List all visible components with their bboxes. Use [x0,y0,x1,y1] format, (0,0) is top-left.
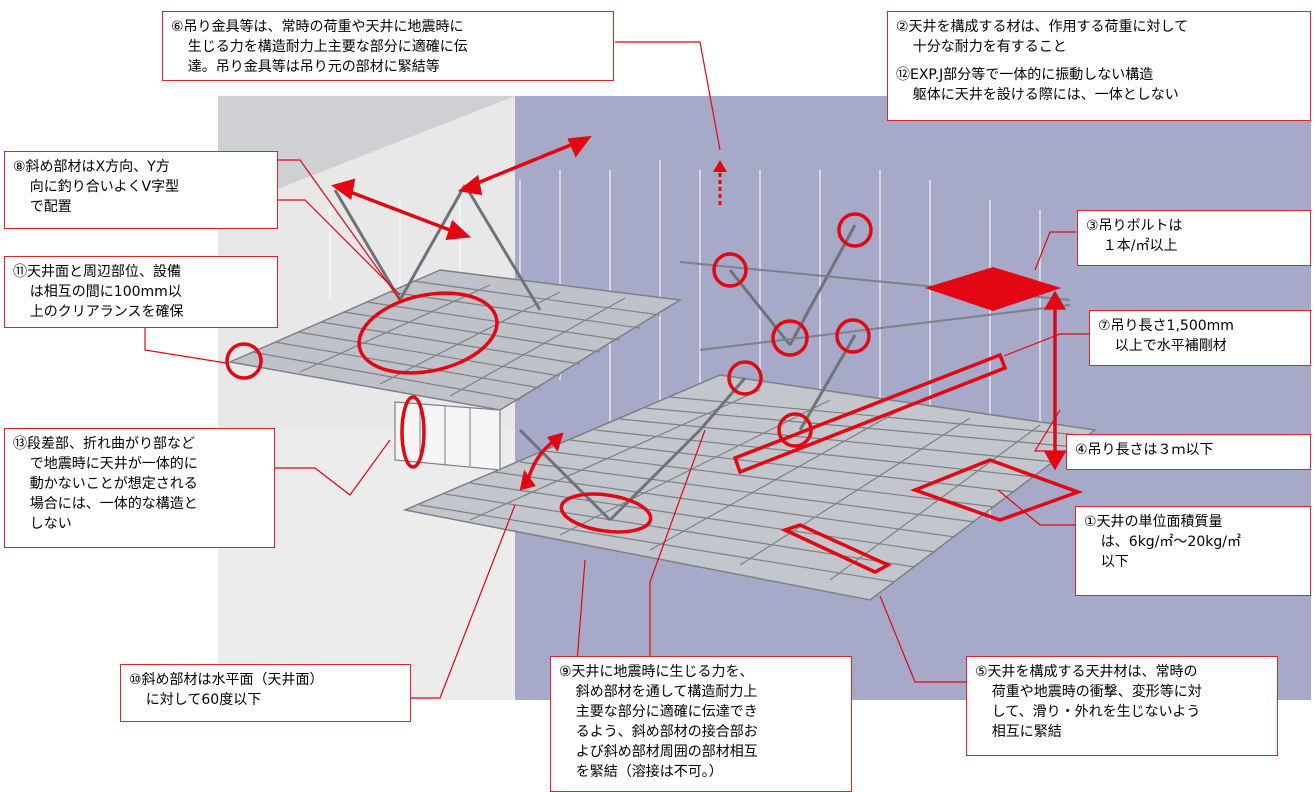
note-13-line-1: ⑬段差部、折れ曲がり部など [13,436,195,452]
note-7-hanging-length-stiffener: ⑦吊り長さ1,500mm 以上で水平補剛材 [1089,310,1311,366]
note-13-step-section: ⑬段差部、折れ曲がり部など で地震時に天井が一体的に 動かないことが想定される … [4,428,275,548]
joint-circle-4 [835,318,871,354]
note-13-line-4: 場合には、一体的な構造と [29,496,198,512]
scene-background [218,96,1311,700]
note-12-line-1: ⑫EXP.J部分等で一体的に振動しない構造 [896,67,1154,83]
note-1-line-2: は、6kg/㎡～20kg/㎡ [1100,534,1241,550]
note-11-line-2: は相互の間に100mm以 [29,284,182,300]
note-13-line-5: しない [29,516,72,532]
note-11-line-1: ⑪天井面と周辺部位、設備 [13,264,181,280]
note-9-line-1: ⑨天井に地震時に生じる力を、 [559,664,754,680]
note-3-bolts-per-sqm: ③吊りボルトは １本/㎡以上 [1077,210,1311,266]
joint-circle-2 [837,212,873,248]
back-wall [515,96,1311,700]
note-4-line-1: ④吊り長さは３ｍ以下 [1075,442,1214,458]
joint-circle-5 [727,360,763,396]
note-7-line-2: 以上で水平補剛材 [1114,338,1227,354]
note-9-seismic-force-transfer: ⑨天井に地震時に生じる力を、 斜め部材を通して構造耐力上 主要な部分に適確に伝達… [550,656,852,792]
brace-joint-ellipse [559,492,653,534]
ceiling-material-area [780,523,892,574]
note-9-line-4: るよう、斜め部材の接合部お [575,724,758,740]
note-2-line-2: 十分な耐力を有すること [912,39,1067,55]
note-13-line-3: 動かないことが想定される [29,476,198,492]
note-10-line-2: に対して60度以下 [145,692,262,708]
joint-circle-1 [712,252,748,288]
note-3-line-2: １本/㎡以上 [1102,238,1178,254]
note-8-line-3: で配置 [29,199,72,215]
joint-circle-3 [771,319,809,357]
note-1-unit-area-mass: ①天井の単位面積質量 は、6kg/㎡～20kg/㎡ 以下 [1075,506,1311,596]
note-6-line-1: ⑥吊り金具等は、常時の荷重や天井に地震時に [171,19,464,35]
left-wall-top [218,96,515,190]
note-9-line-6: を緊結（溶接は不可。） [575,764,723,780]
red-arrows [331,135,1067,491]
note-2-12-load-and-expj: ②天井を構成する材は、作用する荷重に対して 十分な耐力を有すること ⑫EXP.J… [887,11,1311,121]
note-2-line-1: ②天井を構成する材は、作用する荷重に対して [896,19,1189,35]
note-1-line-1: ①天井の単位面積質量 [1084,514,1223,530]
note-1-line-3: 以下 [1100,554,1129,570]
brace-group-ellipse [357,291,499,375]
note-5-line-4: 相互に緊結 [991,724,1062,740]
note-13-line-2: で地震時に天井が一体的に [29,456,198,472]
horizontal-stiffener-bar [732,352,1008,475]
note-11-line-3: 上のクリアランスを確保 [29,304,184,320]
note-8-diagonal-layout: ⑧斜め部材はX方向、Y方 向に釣り合いよくV字型 で配置 [4,151,278,229]
note-9-line-5: よび斜め部材周囲の部材相互 [575,744,758,760]
note-4-hanging-length-max: ④吊り長さは３ｍ以下 [1066,434,1311,470]
note-5-ceiling-material-connection: ⑤天井を構成する天井材は、常時の 荷重や地震時の衝撃、変形等に対 して、滑り・外… [966,656,1278,756]
note-7-line-1: ⑦吊り長さ1,500mm [1098,318,1234,334]
note-9-line-2: 斜め部材を通して構造耐力上 [575,684,758,700]
red-markers [225,212,1084,574]
note-5-line-3: して、滑り・外れを生じないよう [991,704,1201,720]
note-12-line-2: 躯体に天井を設ける際には、一体としない [912,87,1179,103]
bolt-per-sqm-diamond [924,266,1062,312]
note-9-line-3: 主要な部分に適確に伝達でき [575,704,758,720]
note-5-line-1: ⑤天井を構成する天井材は、常時の [975,664,1198,680]
note-5-line-2: 荷重や地震時の衝撃、変形等に対 [991,684,1202,700]
note-11-clearance: ⑪天井面と周辺部位、設備 は相互の間に100mm以 上のクリアランスを確保 [4,256,278,328]
step-ellipse [400,395,426,469]
note-3-line-1: ③吊りボルトは [1086,218,1183,234]
note-6-line-2: 生じる力を構造耐力上主要な部分に適確に伝 [187,39,468,55]
note-10-line-1: ⑩斜め部材は水平面（天井面） [129,672,324,688]
note-10-diagonal-angle: ⑩斜め部材は水平面（天井面） に対して60度以下 [120,664,411,722]
clearance-circle [225,342,263,380]
note-8-line-2: 向に釣り合いよくV字型 [29,179,180,195]
note-6-line-3: 達。吊り金具等は吊り元の部材に緊結等 [187,59,440,75]
note-8-line-1: ⑧斜め部材はX方向、Y方 [13,159,170,175]
ceiling-grid-lower [402,374,1097,601]
note-6-hanging-hardware: ⑥吊り金具等は、常時の荷重や天井に地震時に 生じる力を構造耐力上主要な部分に適確… [162,11,614,81]
dotted-arrow [713,160,727,205]
unit-mass-area [910,458,1084,522]
